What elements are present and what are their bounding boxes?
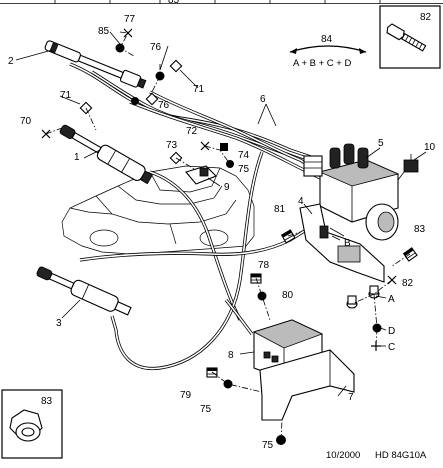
callout-1: 1	[74, 152, 80, 163]
callout-79: 79	[180, 390, 192, 401]
callout-76b: 76	[158, 100, 170, 111]
callout-3: 3	[56, 318, 62, 329]
dot-d-icon	[372, 323, 382, 333]
callout-81: 81	[274, 204, 286, 215]
callout-A: A	[388, 294, 395, 305]
leader-lines	[15, 31, 427, 397]
callout-D: D	[388, 326, 395, 337]
callout-78: 78	[258, 260, 270, 271]
part-2-cylinder	[44, 40, 147, 89]
callout-80: 80	[282, 290, 294, 301]
callout-C: C	[388, 342, 395, 353]
formula-84: 84 A + B + C + D	[289, 34, 367, 69]
square-71a-icon	[169, 59, 183, 73]
square-76b-icon	[145, 92, 159, 106]
callout-75a: 75	[238, 164, 250, 175]
box-82: 82	[379, 5, 441, 69]
callout-73: 73	[166, 140, 178, 151]
dot-80-icon	[257, 291, 267, 301]
callout-7: 7	[348, 392, 354, 403]
top-strip-label: 85	[168, 0, 180, 6]
dot-75a-icon	[226, 160, 234, 168]
callout-2: 2	[8, 56, 14, 67]
callout-74: 74	[238, 150, 250, 161]
assembly-lines	[45, 31, 411, 441]
callout-85: 85	[98, 26, 110, 37]
callout-72: 72	[186, 126, 198, 137]
callout-75b: 75	[200, 404, 212, 415]
part-3-cylinder	[36, 266, 132, 316]
grommet-83-icon	[402, 247, 418, 262]
nut-icon	[9, 409, 43, 442]
part-7-bracket	[259, 349, 355, 421]
part-10-connector	[397, 154, 419, 181]
car-silhouette	[61, 165, 255, 255]
box-82-label: 82	[420, 12, 432, 23]
callout-6: 6	[260, 94, 266, 105]
callout-4: 4	[298, 196, 304, 207]
part-9-valve	[185, 165, 217, 185]
callout-labels: 77 85 2 76 71 76 71 70 1 6 72 73 74 75 9…	[8, 14, 436, 451]
callout-77: 77	[124, 14, 136, 25]
part-4-bracket	[299, 203, 385, 283]
callout-5: 5	[378, 138, 384, 149]
footer-code: HD 84G10A	[375, 450, 427, 461]
pipes	[69, 62, 321, 371]
grommet-81-icon	[280, 229, 296, 244]
part-1-cylinder	[59, 124, 153, 185]
callout-82: 82	[402, 278, 414, 289]
callout-8: 8	[228, 350, 234, 361]
dot-76b-icon	[131, 97, 139, 105]
callout-83: 83	[414, 224, 426, 235]
square-74-icon	[220, 143, 228, 151]
formula-number: 84	[321, 34, 333, 45]
callout-71b: 71	[60, 90, 72, 101]
formula-expression: A + B + C + D	[293, 58, 351, 69]
box-83: 83	[1, 389, 63, 459]
callout-76a: 76	[150, 42, 162, 53]
part-5-hydraulic-block	[303, 143, 400, 241]
fastener-squares	[79, 59, 228, 165]
bolt-icon	[386, 23, 427, 52]
callout-75c: 75	[262, 440, 274, 451]
top-strip: 85	[0, 0, 443, 6]
footer-date: 10/2000	[326, 450, 360, 461]
callout-9: 9	[224, 182, 230, 193]
box-83-label: 83	[41, 396, 53, 407]
callout-70: 70	[20, 116, 32, 127]
callout-71a: 71	[193, 84, 205, 95]
callout-10: 10	[424, 142, 436, 153]
callout-B: B	[344, 238, 351, 249]
footer: 10/2000 HD 84G10A	[326, 450, 427, 461]
